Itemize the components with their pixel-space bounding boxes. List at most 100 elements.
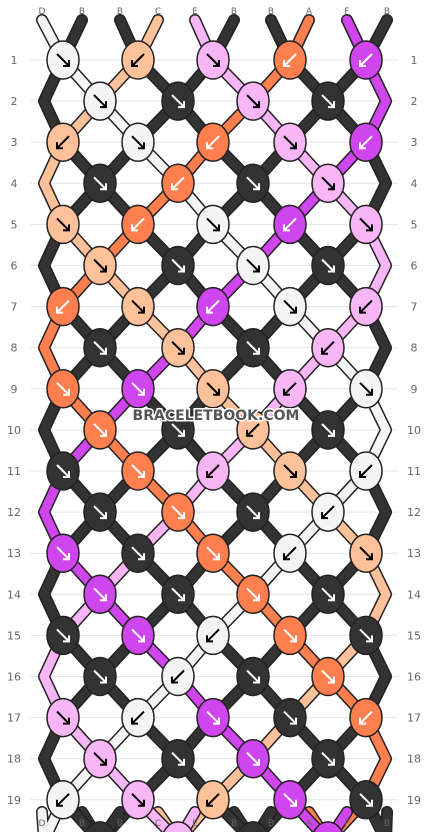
arrow-down-right-icon: [131, 135, 145, 149]
knot: [83, 738, 117, 779]
row-number-left: 6: [11, 260, 18, 273]
row-number-right: 5: [411, 218, 418, 231]
arrow-head: [171, 676, 178, 684]
knot: [349, 286, 383, 327]
arrow-down-left-icon: [283, 382, 297, 396]
row-number-left: 19: [7, 794, 21, 807]
arrow-down-left-icon: [359, 299, 373, 314]
arrow-down-right-icon: [93, 340, 107, 355]
knot: [349, 533, 383, 573]
arrow-head: [253, 512, 260, 520]
knot: [161, 81, 195, 121]
top-string-label: F: [344, 7, 349, 17]
knot: [121, 533, 155, 573]
arrow-down-right-icon: [206, 382, 220, 396]
arrow-head: [366, 553, 373, 561]
arrow-head: [178, 758, 185, 766]
knot: [236, 656, 270, 697]
knot: [236, 81, 270, 121]
row-number-right: 10: [407, 424, 421, 437]
arrow-down-left-icon: [206, 628, 220, 643]
arrow-down-left-icon: [359, 53, 373, 67]
arrow-down-left-icon: [131, 53, 145, 67]
arrow-down-right-icon: [56, 464, 70, 478]
arrow-down-left-icon: [359, 135, 373, 149]
arrow-down-right-icon: [93, 423, 107, 437]
row-number-left: 5: [11, 218, 18, 231]
row-number-right: 1: [411, 54, 418, 67]
arrow-down-right-icon: [246, 751, 260, 766]
knot: [46, 286, 80, 327]
knot: [121, 122, 155, 162]
knot: [161, 410, 195, 450]
row-number-left: 1: [11, 54, 18, 67]
knot: [349, 451, 383, 491]
arrow-head: [290, 717, 297, 725]
knot: [196, 204, 230, 245]
top-string-label: B: [117, 7, 123, 17]
row-number-left: 16: [7, 671, 21, 684]
knot: [121, 369, 155, 409]
arrow-down-right-icon: [131, 628, 145, 643]
arrow-head: [138, 306, 145, 314]
row-number-left: 14: [7, 588, 21, 601]
arrow-head: [328, 101, 335, 109]
arrow-down-left-icon: [206, 464, 220, 478]
arrow-head: [213, 553, 220, 561]
arrow-down-right-icon: [321, 176, 335, 191]
arrow-head: [328, 265, 335, 273]
arrow-head: [63, 635, 70, 643]
arrow-down-right-icon: [321, 258, 335, 273]
arrow-head: [328, 676, 335, 684]
arrow-down-right-icon: [131, 299, 145, 314]
arrow-head: [290, 306, 297, 314]
arrow-down-right-icon: [246, 340, 260, 355]
thread-strands: [36, 14, 393, 836]
arrow-down-right-icon: [283, 135, 297, 149]
row-number-right: 8: [411, 342, 418, 355]
arrow-down-right-icon: [321, 587, 335, 602]
arrow-head: [63, 388, 70, 396]
arrow-down-right-icon: [93, 669, 107, 684]
arrow-down-right-icon: [359, 546, 373, 560]
arrow-head: [63, 553, 70, 561]
arrow-down-right-icon: [56, 710, 70, 725]
knot: [311, 163, 345, 204]
knot: [46, 40, 80, 80]
knot: [196, 369, 230, 409]
arrow-head: [178, 429, 185, 437]
arrow-down-right-icon: [321, 94, 335, 108]
knot: [349, 615, 383, 656]
knot: [311, 656, 345, 697]
arrow-head: [100, 676, 107, 684]
arrow-down-left-icon: [206, 299, 220, 314]
arrow-down-left-icon: [56, 135, 70, 149]
arrow-down-right-icon: [56, 217, 70, 232]
top-string-label: B: [268, 7, 274, 17]
knot: [83, 245, 117, 286]
thread-strand: [39, 15, 391, 836]
arrow-down-right-icon: [93, 94, 107, 108]
knot: [349, 369, 383, 409]
arrow-down-left-icon: [359, 464, 373, 478]
knot: [121, 615, 155, 656]
arrow-head: [283, 553, 290, 561]
bottom-string-label: E: [192, 819, 198, 829]
arrow-down-left-icon: [359, 710, 373, 725]
arrow-head: [138, 471, 145, 478]
arrow-down-right-icon: [131, 546, 145, 560]
knot: [83, 81, 117, 121]
knot: [83, 492, 117, 532]
knot: [196, 40, 230, 80]
knot: [121, 204, 155, 245]
arrow-down-right-icon: [283, 299, 297, 314]
arrow-head: [290, 799, 297, 807]
arrow-head: [178, 512, 185, 520]
arrow-head: [178, 594, 185, 602]
arrow-head: [290, 142, 297, 150]
arrow-head: [171, 183, 178, 191]
arrow-down-right-icon: [206, 53, 220, 67]
row-number-right: 6: [411, 260, 418, 273]
arrow-down-right-icon: [56, 546, 70, 560]
